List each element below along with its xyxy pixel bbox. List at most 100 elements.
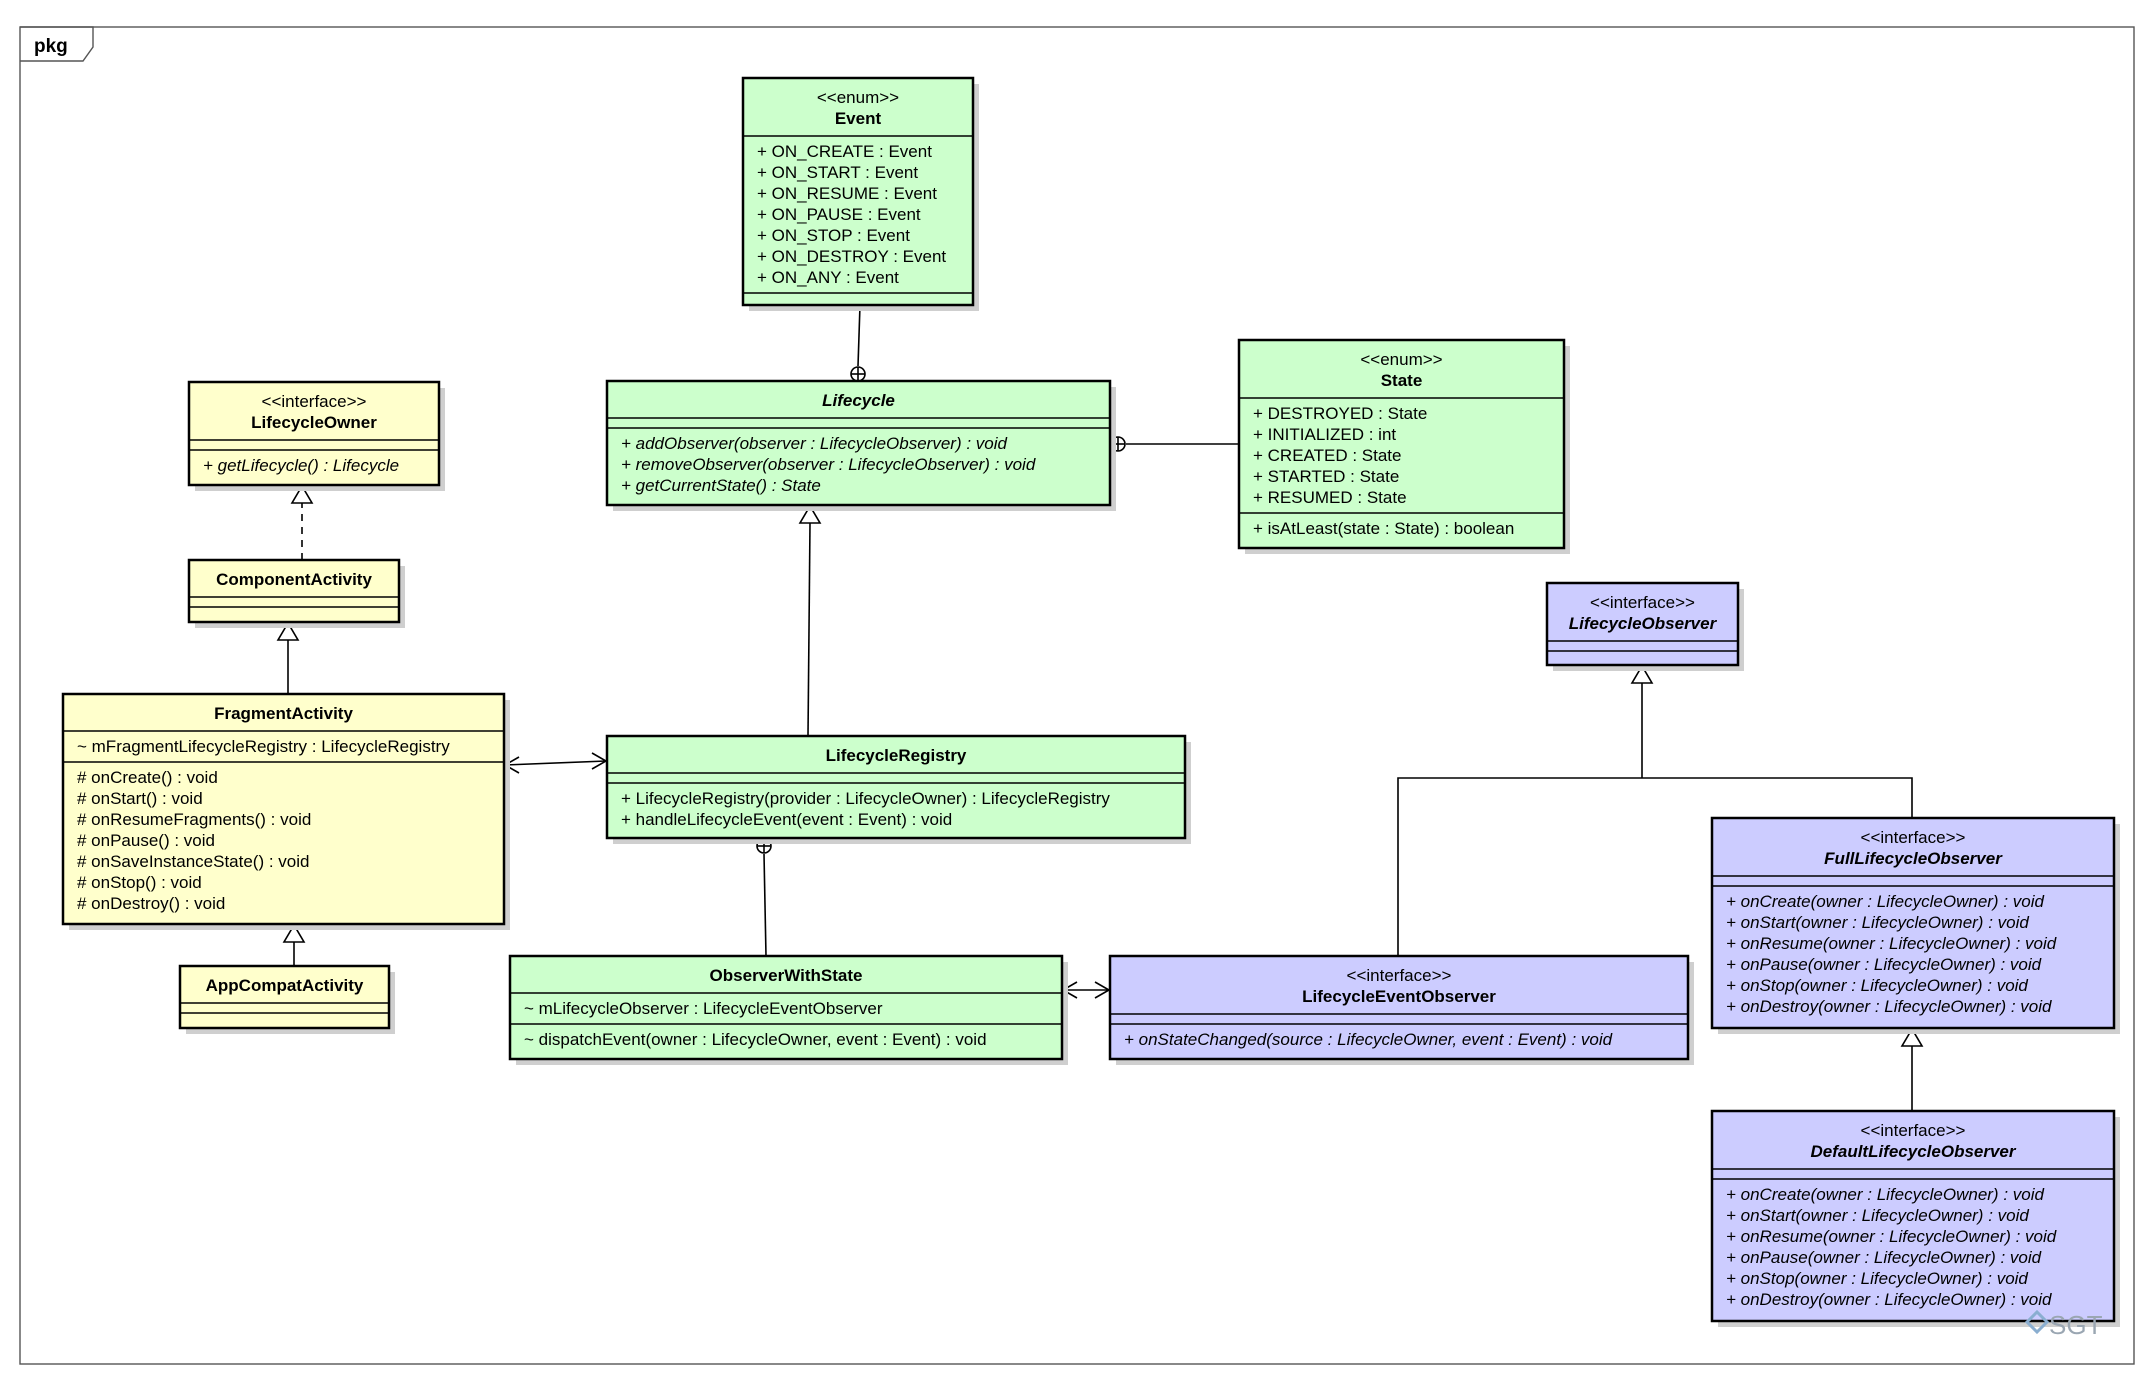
class-name: ObserverWithState bbox=[710, 966, 863, 985]
class-operation: # onCreate() : void bbox=[77, 768, 218, 787]
watermark-logo-icon bbox=[2024, 1309, 2050, 1335]
class-state[interactable]: <<enum>> State + DESTROYED : State + INITIA… bbox=[1237, 338, 1570, 554]
class-box bbox=[508, 954, 1064, 1061]
class-layer: <<enum>> Event + ON_CREATE : Event + ON_STA… bbox=[61, 76, 2120, 1327]
class-box bbox=[61, 692, 506, 926]
class-name: Lifecycle bbox=[822, 391, 895, 410]
watermark: SGT bbox=[2024, 1309, 2103, 1340]
class-box bbox=[741, 76, 975, 307]
class-stereotype: <<interface>> bbox=[262, 392, 367, 411]
class-name: LifecycleObserver bbox=[1569, 614, 1718, 633]
class-operation: + onCreate(owner : LifecycleOwner) : voi… bbox=[1726, 892, 2044, 911]
class-operation: + onDestroy(owner : LifecycleOwner) : vo… bbox=[1726, 1290, 2052, 1309]
class-attribute: + STARTED : State bbox=[1253, 467, 1399, 486]
generalization-arrow-icon bbox=[276, 621, 300, 641]
package-label: pkg bbox=[34, 36, 68, 57]
class-operation: + LifecycleRegistry(provider : Lifecycle… bbox=[621, 789, 1110, 808]
class-operation: + onStop(owner : LifecycleOwner) : void bbox=[1726, 976, 2028, 995]
class-operation: + getLifecycle() : Lifecycle bbox=[203, 456, 399, 475]
relation-registry-lifecycle bbox=[807, 522, 811, 737]
class-lifecycle-event-observer[interactable]: <<interface>> LifecycleEventObserver + onS… bbox=[1108, 954, 1694, 1065]
class-operation: + onStart(owner : LifecycleOwner) : void bbox=[1726, 913, 2029, 932]
class-attribute: + ON_DESTROY : Event bbox=[757, 247, 946, 266]
class-box bbox=[1108, 954, 1690, 1061]
class-fragment-activity[interactable]: FragmentActivity ~ mFragmentLifecycleRegi… bbox=[61, 692, 510, 930]
class-attribute: + ON_RESUME : Event bbox=[757, 184, 937, 203]
class-box bbox=[605, 379, 1112, 507]
class-name: AppCompatActivity bbox=[206, 976, 364, 995]
class-name: ComponentActivity bbox=[216, 570, 372, 589]
class-full-lifecycle-observer[interactable]: <<interface>>FullLifecycleObserver+ onCr… bbox=[1710, 816, 2120, 1034]
generalization-arrow-icon bbox=[1900, 1027, 1924, 1047]
realization-arrow-icon bbox=[290, 484, 314, 504]
class-operation: # onStop() : void bbox=[77, 873, 202, 892]
class-box bbox=[187, 380, 441, 487]
class-component-activity[interactable]: ComponentActivity bbox=[187, 558, 405, 628]
class-operation: + onPause(owner : LifecycleOwner) : void bbox=[1726, 955, 2042, 974]
class-operation: # onResumeFragments() : void bbox=[77, 810, 311, 829]
class-operation: ~ dispatchEvent(owner : LifecycleOwner, … bbox=[524, 1030, 987, 1049]
package-frame bbox=[19, 26, 2135, 1365]
class-lifecycle-registry[interactable]: LifecycleRegistry + LifecycleRegistry(pro… bbox=[605, 734, 1191, 844]
class-attribute: + ON_ANY : Event bbox=[757, 268, 899, 287]
class-operation: # onDestroy() : void bbox=[77, 894, 225, 913]
class-operation: + getCurrentState() : State bbox=[621, 476, 821, 495]
generalization-arrow-icon bbox=[1630, 664, 1654, 684]
relation-fragmentactivity-registry bbox=[504, 760, 607, 766]
class-default-lifecycle-observer[interactable]: <<interface>>DefaultLifecycleObserver+ o… bbox=[1710, 1109, 2120, 1327]
class-name: State bbox=[1381, 371, 1423, 390]
class-observer-with-state[interactable]: ObserverWithState ~ mLifecycleObserver : … bbox=[508, 954, 1068, 1065]
class-box bbox=[605, 734, 1187, 840]
class-name: LifecycleRegistry bbox=[826, 746, 967, 765]
class-operation: + addObserver(observer : LifecycleObserv… bbox=[621, 434, 1008, 453]
class-operation: + onResume(owner : LifecycleOwner) : voi… bbox=[1726, 1227, 2057, 1246]
class-lifecycle[interactable]: Lifecycle + addObserver(observer : Lifecy… bbox=[605, 379, 1116, 511]
class-box bbox=[1710, 1109, 2116, 1323]
class-operation: + onCreate(owner : LifecycleOwner) : voi… bbox=[1726, 1185, 2044, 1204]
class-attribute: + INITIALIZED : int bbox=[1253, 425, 1396, 444]
class-attribute: + DESTROYED : State bbox=[1253, 404, 1427, 423]
class-lifecycle-observer[interactable]: <<interface>> LifecycleObserver bbox=[1545, 581, 1744, 671]
class-lifecycle-owner[interactable]: <<interface>>LifecycleOwner+ getLifecycl… bbox=[187, 380, 445, 491]
class-stereotype: <<enum>> bbox=[817, 88, 899, 107]
package-tab bbox=[20, 26, 94, 62]
class-attribute: + ON_START : Event bbox=[757, 163, 918, 182]
class-operation: + isAtLeast(state : State) : boolean bbox=[1253, 519, 1514, 538]
generalization-arrow-icon bbox=[798, 504, 822, 524]
class-attribute: ~ mFragmentLifecycleRegistry : Lifecycle… bbox=[77, 737, 450, 756]
class-attribute: + ON_STOP : Event bbox=[757, 226, 910, 245]
class-attribute: + CREATED : State bbox=[1253, 446, 1401, 465]
class-stereotype: <<enum>> bbox=[1360, 350, 1442, 369]
class-name: LifecycleEventObserver bbox=[1302, 987, 1496, 1006]
class-stereotype: <<interface>> bbox=[1347, 966, 1452, 985]
class-operation: # onStart() : void bbox=[77, 789, 203, 808]
class-name: DefaultLifecycleObserver bbox=[1810, 1142, 2016, 1161]
generalization-arrow-icon bbox=[282, 923, 306, 943]
class-operation: # onSaveInstanceState() : void bbox=[77, 852, 309, 871]
class-appcompat-activity[interactable]: AppCompatActivity bbox=[178, 964, 395, 1034]
nested-circle-icon bbox=[850, 366, 866, 382]
class-operation: + onStart(owner : LifecycleOwner) : void bbox=[1726, 1206, 2029, 1225]
class-operation: + onDestroy(owner : LifecycleOwner) : vo… bbox=[1726, 997, 2052, 1016]
relation-observers-tree bbox=[1397, 777, 1913, 956]
class-attribute: + ON_CREATE : Event bbox=[757, 142, 932, 161]
watermark-text: SGT bbox=[2049, 1310, 2103, 1340]
class-name: Event bbox=[835, 109, 882, 128]
class-name: FullLifecycleObserver bbox=[1824, 849, 2003, 868]
class-box bbox=[1710, 816, 2116, 1030]
class-stereotype: <<interface>> bbox=[1590, 593, 1695, 612]
class-operation: # onPause() : void bbox=[77, 831, 215, 850]
class-operation: + onStop(owner : LifecycleOwner) : void bbox=[1726, 1269, 2028, 1288]
class-attribute: ~ mLifecycleObserver : LifecycleEventObs… bbox=[524, 999, 883, 1018]
class-name: FragmentActivity bbox=[214, 704, 353, 723]
class-box bbox=[178, 964, 391, 1030]
class-event[interactable]: <<enum>> Event + ON_CREATE : Event + ON_STA… bbox=[741, 76, 979, 311]
class-operation: + onStateChanged(source : LifecycleOwner… bbox=[1124, 1030, 1613, 1049]
relation-observerwithstate-registry bbox=[763, 853, 767, 957]
class-attribute: + ON_PAUSE : Event bbox=[757, 205, 921, 224]
class-operation: + onResume(owner : LifecycleOwner) : voi… bbox=[1726, 934, 2057, 953]
relation-event-lifecycle bbox=[857, 304, 861, 367]
class-operation: + handleLifecycleEvent(event : Event) : … bbox=[621, 810, 952, 829]
